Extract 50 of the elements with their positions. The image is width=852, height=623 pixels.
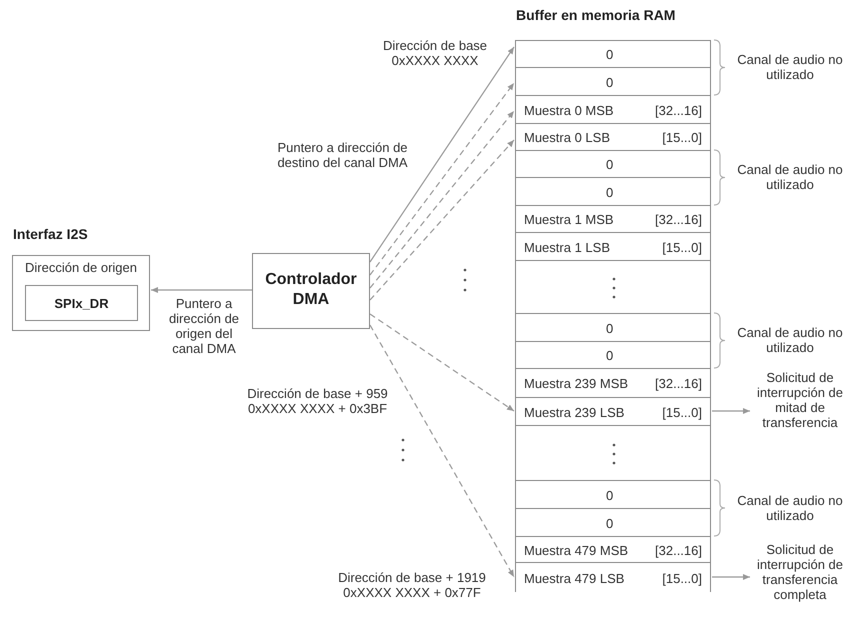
bit-range: [15...0] xyxy=(662,404,702,420)
box-label: Controlador DMA xyxy=(264,270,358,310)
channel-note: Canal de audio no utilizado xyxy=(736,162,844,192)
address-label: Dirección de base 0xXXXX XXXX xyxy=(382,38,488,68)
box-label: Dirección de origen xyxy=(24,260,138,275)
arrow xyxy=(712,574,750,580)
cell-value: 0 xyxy=(606,184,614,200)
cell-value: 0 xyxy=(606,47,614,62)
arrow xyxy=(370,110,514,288)
sample-label: Muestra 239 LSB xyxy=(524,404,624,420)
cell-value: 0 xyxy=(606,488,614,502)
sample-label: Muestra 479 MSB xyxy=(524,542,628,558)
channel-note: Canal de audio no utilizado xyxy=(736,52,844,82)
note-text: Solicitud de interrupción de transferencia completa xyxy=(748,542,852,618)
heading: Buffer en memoria RAM xyxy=(516,7,676,25)
sample-label: Muestra 1 LSB xyxy=(524,240,610,254)
address-label: Dirección de base + 959 0xXXXX XXXX + 0x3BF xyxy=(246,386,389,416)
sample-label: Muestra 239 MSB xyxy=(524,376,628,391)
bit-range: [15...0] xyxy=(662,130,702,145)
register-box xyxy=(25,285,138,321)
cell-value: 0 xyxy=(606,74,614,90)
bit-range: [32...16] xyxy=(655,212,702,227)
arrow xyxy=(369,324,515,578)
arrow xyxy=(370,314,514,412)
heading: Interfaz I2S xyxy=(13,226,89,244)
sample-label: Muestra 1 MSB xyxy=(524,212,614,227)
channel-note: Canal de audio no utilizado xyxy=(736,325,844,355)
cell-value: 0 xyxy=(606,516,614,530)
sample-label: Muestra 479 LSB xyxy=(524,570,624,586)
channel-note: Canal de audio no utilizado xyxy=(736,493,844,523)
arrow xyxy=(370,82,514,276)
cell-value: 0 xyxy=(606,320,614,336)
arrow xyxy=(712,408,750,414)
sample-label: Muestra 0 LSB xyxy=(524,130,610,145)
controller-box xyxy=(252,253,370,329)
note-text: Solicitud de interrupción de mitad de transferencia xyxy=(748,370,852,442)
sample-label: Muestra 0 MSB xyxy=(524,102,614,118)
bit-range: [32...16] xyxy=(655,376,702,391)
cell-value: 0 xyxy=(606,157,614,172)
bit-range: [15...0] xyxy=(662,240,702,254)
bit-range: [32...16] xyxy=(655,542,702,558)
cell-value: 0 xyxy=(606,348,614,363)
bit-range: [15...0] xyxy=(662,570,702,586)
pointer-label: Puntero a dirección de destino del canal DMA xyxy=(276,140,409,170)
bit-range: [32...16] xyxy=(655,102,702,118)
register-name: SPIx_DR xyxy=(53,296,110,311)
arrow xyxy=(370,46,514,262)
arrow xyxy=(370,140,514,300)
address-label: Dirección de base + 1919 0xXXXX XXXX + 0x77F xyxy=(337,570,487,600)
arrow xyxy=(151,287,252,293)
